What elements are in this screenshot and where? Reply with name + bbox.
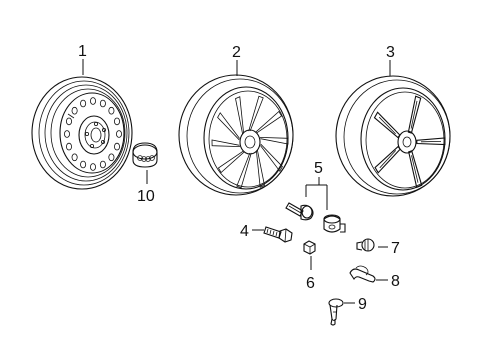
center-cap [132,142,158,168]
callout-3: 3 [386,44,395,61]
steel-wheel [31,76,133,190]
valve-stem [328,298,344,326]
spoke-ridge [379,150,397,169]
leader-lines [82,59,391,304]
valve-cap [356,238,375,252]
spoke [260,143,283,172]
callout-7: 7 [391,240,400,257]
vent-hole [66,142,73,151]
alloy-wheel-five-spoke [335,75,451,197]
spoke [217,150,245,174]
spoke-ridge [378,116,396,135]
vent-hole [108,153,115,162]
vent-hole [99,99,106,108]
vent-hole [80,160,87,169]
spoke [408,150,423,189]
spoke [416,137,446,146]
callout-10: 10 [137,188,155,205]
vent-hole [90,163,97,171]
callout-1: 1 [78,43,87,60]
vent-hole [71,153,78,162]
locking-bolt-set [285,202,346,233]
vent-hole [114,142,121,151]
spoke [217,112,240,141]
callout-labels: 1 2 3 4 5 6 7 8 9 10 [78,43,400,313]
spokes [211,95,289,189]
callout-9: 9 [358,296,367,313]
callout-4: 4 [240,223,249,240]
vent-hole [80,99,87,108]
ventilation-holes [64,97,123,171]
vent-hole [116,130,123,138]
alloy-wheel-twin-spoke [178,74,294,196]
vent-hole [66,117,73,126]
wheel-bolt [263,226,293,243]
spoke-ridge [410,100,418,129]
vent-hole [114,117,121,126]
vent-hole [71,106,78,115]
spoke [211,139,241,147]
spoke [255,110,283,134]
spoke [235,96,244,134]
vent-hole [99,160,106,169]
spoke [248,95,264,132]
vent-hole [90,97,97,105]
callout-5: 5 [314,160,323,177]
callout-6: 6 [306,275,315,292]
callout-2: 2 [232,44,241,61]
tpms-clip [349,265,376,283]
spoke [259,137,289,145]
spoke-ridge [411,155,419,183]
spoke [236,152,252,189]
spoke [407,95,422,134]
bolt-cap [303,240,316,255]
callout-8: 8 [391,273,400,290]
vent-hole [64,130,71,138]
vent-hole [108,106,115,115]
spoke [256,150,265,188]
